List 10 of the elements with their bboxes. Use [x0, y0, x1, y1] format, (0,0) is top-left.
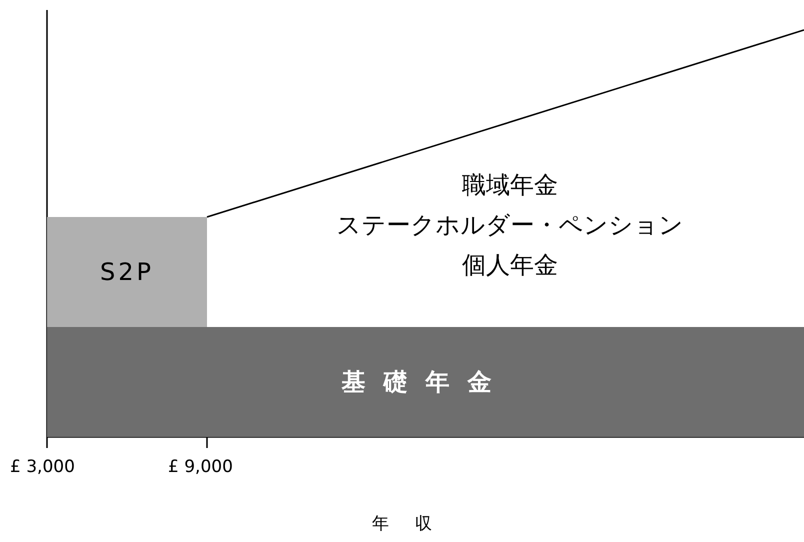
region-label: ステークホルダー・ペンション	[336, 210, 684, 241]
s2p-block	[47, 217, 207, 327]
tick-label: £ 9,000	[168, 457, 233, 477]
block-label: S2P	[100, 258, 154, 286]
basic-pension-band	[47, 327, 804, 437]
tick-label: £ 3,000	[10, 457, 75, 477]
region-label: 職域年金	[462, 170, 558, 201]
band-label: 基礎年金	[342, 367, 510, 398]
axis-title: 年収	[372, 513, 458, 535]
region-label: 個人年金	[462, 250, 558, 281]
